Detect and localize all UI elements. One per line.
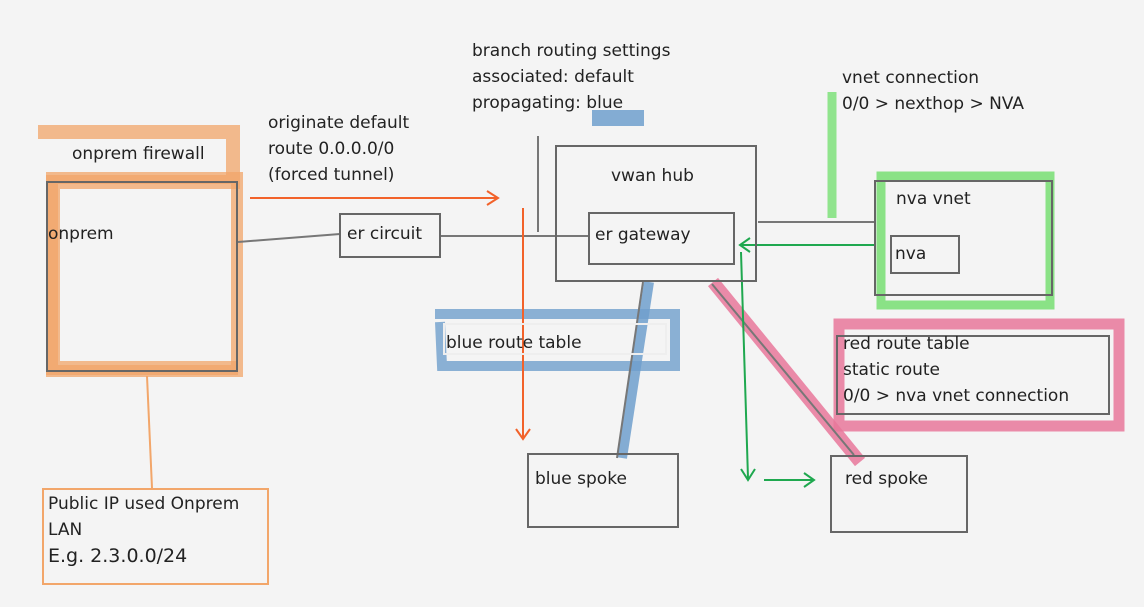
red-route-table-line-2: static route xyxy=(843,360,940,380)
blue-route-table-highlight xyxy=(435,309,680,371)
nva-vnet-box xyxy=(874,180,1053,296)
branch-routing-label: branch routing settings associated: defa… xyxy=(472,38,670,116)
gateway-down-arrow xyxy=(740,251,749,479)
branch-routing-line-2: associated: default xyxy=(472,67,634,87)
public-ip-note-line-2: LAN xyxy=(48,520,83,540)
red-route-table-highlight xyxy=(833,318,1125,432)
blue-hub-spoke-highlight xyxy=(617,281,654,459)
red-spoke-box xyxy=(830,455,968,533)
nva-box xyxy=(890,235,960,274)
blue-route-table-box xyxy=(443,323,667,355)
red-spoke-label: red spoke xyxy=(845,469,929,489)
er-circuit-box xyxy=(339,213,441,258)
public-ip-note-label: Public IP used Onprem LAN E.g. 2.3.0.0/2… xyxy=(48,491,239,569)
connectors xyxy=(146,136,876,489)
red-route-table-box xyxy=(836,335,1110,415)
er-gateway-label: er gateway xyxy=(595,225,691,245)
blue-route-table-label: blue route table xyxy=(446,333,582,353)
nva-vnet-label: nva vnet xyxy=(896,189,971,209)
vnet-connection-line-1: vnet connection xyxy=(842,68,980,88)
nva-to-gateway-arrowhead xyxy=(738,237,751,253)
gateway-down-arrowhead xyxy=(740,468,756,482)
vwan-hub-box xyxy=(555,145,757,282)
hub-to-blue-spoke-line xyxy=(616,281,644,459)
nva-path-arrows xyxy=(738,237,876,488)
originate-default-label: originate default route 0.0.0.0/0 (force… xyxy=(268,110,409,188)
onprem-to-er-circuit-line xyxy=(237,233,341,243)
nva-label: nva xyxy=(895,244,927,264)
public-ip-note-line-1: Public IP used Onprem xyxy=(48,494,240,514)
propagating-blue-swatch xyxy=(592,110,644,126)
onprem-label: onprem xyxy=(48,224,114,244)
blue-spoke-box xyxy=(527,453,679,528)
originate-default-line-3: (forced tunnel) xyxy=(268,165,395,185)
blue-spoke-label: blue spoke xyxy=(535,469,627,489)
red-route-table-line-3: 0/0 > nva vnet connection xyxy=(843,386,1070,406)
originate-default-line-2: route 0.0.0.0/0 xyxy=(268,139,395,159)
onprem-box xyxy=(46,181,238,372)
nva-vnet-green-highlight xyxy=(876,171,1055,310)
er-circuit-label: er circuit xyxy=(347,224,423,244)
onprem-to-note-line xyxy=(146,375,153,489)
originate-default-line-1: originate default xyxy=(268,113,410,133)
to-red-spoke-arrowhead xyxy=(803,472,816,488)
onprem-firewall-label: onprem firewall xyxy=(72,144,205,164)
hub-to-red-spoke-line xyxy=(711,283,855,456)
red-route-table-line-1: red route table xyxy=(843,334,970,354)
vnet-connection-label: vnet connection 0/0 > nexthop > NVA xyxy=(842,65,1024,117)
public-ip-note-line-3: E.g. 2.3.0.0/24 xyxy=(48,545,188,567)
public-ip-note-box xyxy=(42,488,269,585)
vnet-connection-line-2: 0/0 > nexthop > NVA xyxy=(842,94,1024,114)
branch-routing-line-3: propagating: blue xyxy=(472,93,624,113)
branch-routing-line-1: branch routing settings xyxy=(472,41,671,61)
forced-tunnel-arrowhead-down xyxy=(515,428,531,441)
red-route-table-label: red route table static route 0/0 > nva v… xyxy=(843,331,1069,409)
forced-tunnel-arrows xyxy=(250,190,531,441)
forced-tunnel-arrowhead-right xyxy=(486,190,500,206)
vwan-hub-label: vwan hub xyxy=(611,166,694,186)
er-gateway-box xyxy=(588,212,735,265)
